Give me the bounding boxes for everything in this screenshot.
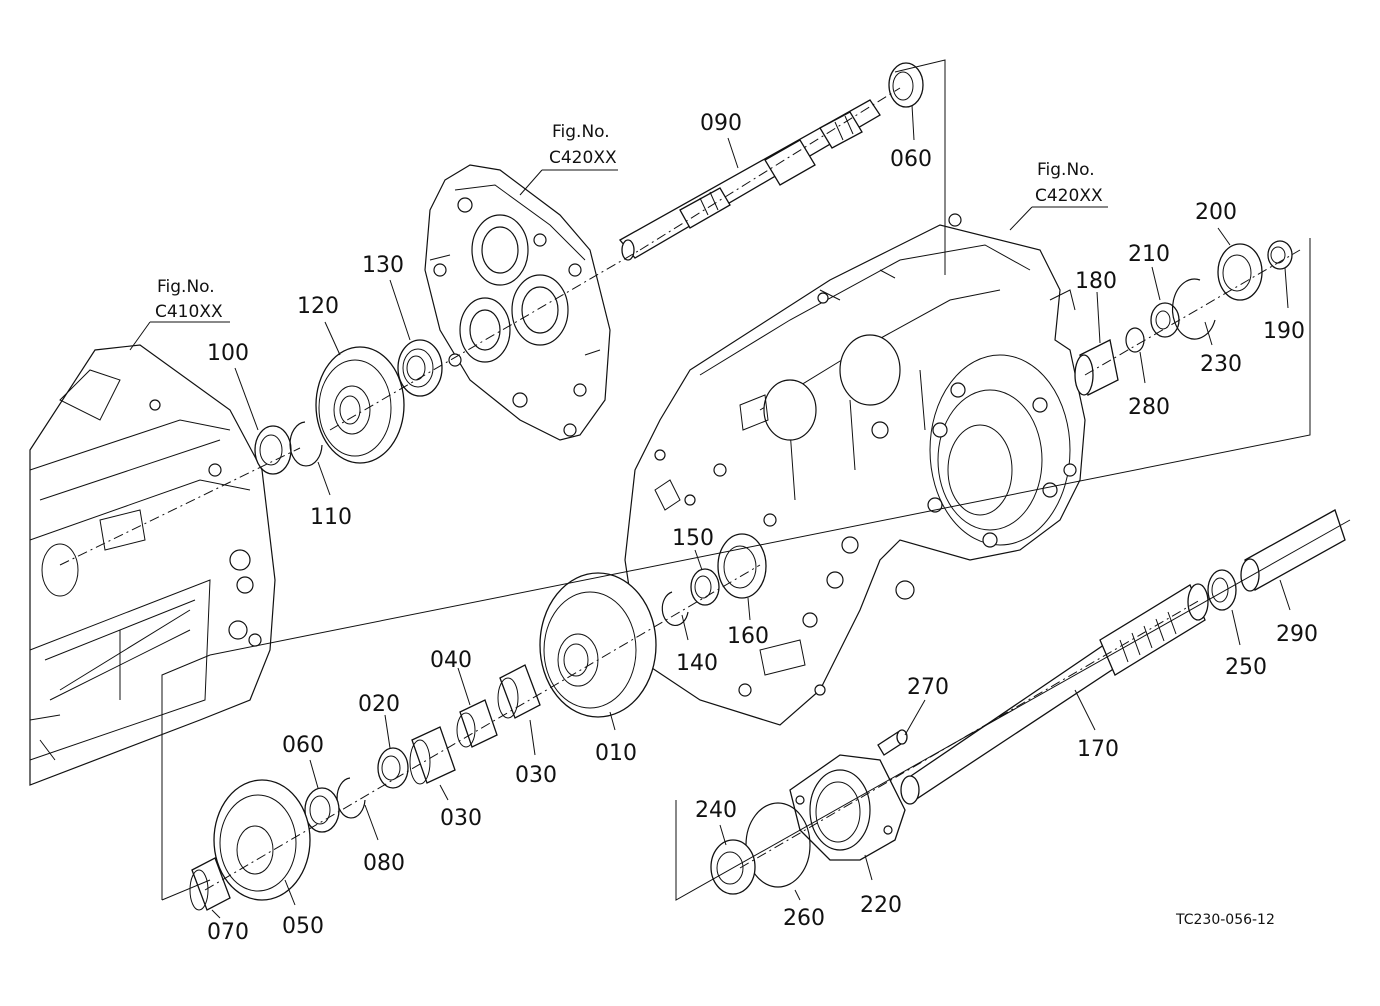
- part-label-160: 160: [727, 624, 769, 649]
- part-label-030-right: 030: [515, 763, 557, 788]
- drawing-code: TC230-056-12: [1175, 912, 1275, 928]
- ring-280: [1125, 327, 1145, 353]
- part-label-170: 170: [1077, 737, 1119, 762]
- collar-180: [1074, 339, 1119, 396]
- figure-ref-label: Fig.No.: [157, 277, 215, 297]
- shaft-090: [618, 99, 881, 261]
- part-label-280: 280: [1128, 395, 1170, 420]
- bearing-200: [1217, 243, 1263, 301]
- snap-ring-110: [289, 421, 323, 467]
- gear-050: [213, 779, 311, 901]
- part-label-240: 240: [695, 798, 737, 823]
- part-label-070: 070: [207, 920, 249, 945]
- needle-bearing-030-a: [497, 664, 541, 719]
- part-label-290: 290: [1276, 622, 1318, 647]
- part-label-020: 020: [358, 692, 400, 717]
- collar-190: [1267, 240, 1293, 270]
- needle-bearing-070: [189, 857, 231, 911]
- figure-ref-c420xx-right: Fig.No. C420XX: [1009, 160, 1108, 231]
- part-label-110: 110: [310, 505, 352, 530]
- bearing-130: [397, 339, 443, 397]
- cover-220: [789, 754, 906, 861]
- part-label-050: 050: [282, 914, 324, 939]
- snap-ring-140: [661, 591, 689, 627]
- figure-ref-code: C420XX: [1035, 186, 1103, 206]
- seal-060-top: [888, 62, 924, 108]
- part-label-200: 200: [1195, 200, 1237, 225]
- rear-housing-left: [29, 344, 276, 786]
- gear-120: [315, 346, 405, 464]
- part-label-040: 040: [430, 648, 472, 673]
- figure-ref-code: C410XX: [155, 302, 223, 322]
- figure-ref-c410xx: Fig.No. C410XX: [129, 277, 230, 351]
- part-number-labels: 090 060 130 120 100 110 180 210 200 190 …: [207, 111, 1318, 945]
- part-label-190: 190: [1263, 319, 1305, 344]
- part-label-260: 260: [783, 906, 825, 931]
- part-label-180: 180: [1075, 269, 1117, 294]
- part-label-090: 090: [700, 111, 742, 136]
- figure-ref-label: Fig.No.: [552, 122, 610, 142]
- transmission-cover: [424, 164, 611, 441]
- shaft-170: [900, 583, 1209, 805]
- part-label-220: 220: [860, 893, 902, 918]
- bolt-270: [877, 729, 908, 756]
- bearing-210: [1150, 302, 1180, 338]
- part-label-250: 250: [1225, 655, 1267, 680]
- collar-040: [456, 699, 498, 748]
- part-label-130: 130: [362, 253, 404, 278]
- snap-ring-230: [1171, 278, 1216, 340]
- part-label-140: 140: [676, 651, 718, 676]
- figure-ref-label: Fig.No.: [1037, 160, 1095, 180]
- part-label-210: 210: [1128, 242, 1170, 267]
- o-ring-260: [745, 802, 811, 888]
- collar-020: [377, 747, 409, 789]
- part-label-060-top: 060: [890, 147, 932, 172]
- part-label-230: 230: [1200, 352, 1242, 377]
- boundary-lines: [161, 59, 1351, 901]
- needle-bearing-030-b: [409, 726, 456, 785]
- cover-tube-290: [1240, 509, 1346, 592]
- part-label-120: 120: [297, 294, 339, 319]
- snap-ring-080: [336, 777, 366, 819]
- figure-ref-c420xx-upper: Fig.No. C420XX: [519, 122, 618, 196]
- leader-lines: [211, 104, 1291, 919]
- gear-010: [539, 572, 657, 718]
- collar-060-bottom: [304, 787, 340, 833]
- oil-seal-250: [1207, 569, 1237, 611]
- part-label-270: 270: [907, 675, 949, 700]
- figure-ref-code: C420XX: [549, 148, 617, 168]
- part-label-080: 080: [363, 851, 405, 876]
- collar-150: [690, 568, 720, 606]
- part-label-060-bottom: 060: [282, 733, 324, 758]
- oil-seal-240: [710, 839, 756, 895]
- part-label-150: 150: [672, 526, 714, 551]
- transmission-case: [624, 213, 1086, 726]
- part-label-030-left: 030: [440, 806, 482, 831]
- part-label-010: 010: [595, 741, 637, 766]
- part-label-100: 100: [207, 341, 249, 366]
